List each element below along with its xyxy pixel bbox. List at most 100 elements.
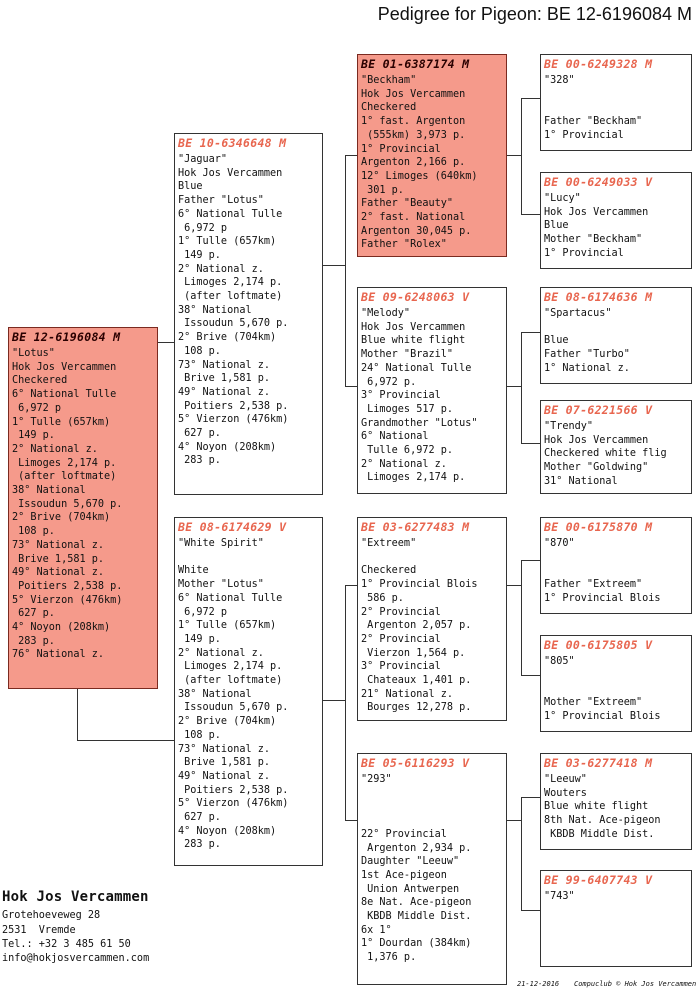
pigeon-info-line: Limoges 2,174 p. [12, 457, 117, 469]
pigeon-info-line: 6° National Tulle [178, 592, 283, 604]
pigeon-info-line: "Extreem" [361, 538, 417, 549]
connector-line [521, 560, 522, 675]
pigeon-info-line: Poitiers 2,538 p. [178, 784, 289, 796]
pigeon-info-line: Blue [544, 220, 569, 232]
pigeon-details: "743" [544, 890, 688, 904]
breeder-name: Hok Jos Vercammen [2, 889, 149, 905]
pigeon-info-line: 301 p. [361, 184, 404, 196]
pigeon-info-line: 2° National z. [361, 458, 447, 470]
pigeon-details: "293" 22° Provincial Argenton 2,934 p.Da… [361, 773, 503, 965]
connector-line [521, 797, 522, 910]
connector-line [77, 688, 78, 740]
pigeon-info-line: (after loftmate) [178, 291, 283, 303]
pigeon-info-line: Hok Jos Vercammen [361, 321, 466, 333]
pigeon-info-line: Hok Jos Vercammen [178, 167, 283, 179]
pigeon-info-line: Chateaux 1,401 p. [361, 675, 472, 687]
pigeon-info-line: 1° Provincial [361, 143, 441, 155]
pigeon-info-line: "Spartacus" [544, 308, 612, 319]
pigeon-info-line: Limoges 2,174 p. [178, 277, 283, 289]
pigeon-info-line: "Lotus" [12, 348, 55, 359]
pigeon-card-ggp-4: BE 07-6221566 V "Trendy"Hok Jos Vercamme… [540, 400, 692, 494]
pigeon-info-line [544, 88, 688, 102]
pigeon-info-line: 1° Provincial [544, 247, 624, 259]
pigeon-info-line: Poitiers 2,538 p. [12, 580, 123, 592]
pigeon-info-line: Blue [178, 181, 203, 193]
ring-number: BE 12-6196084 M [12, 330, 121, 344]
pigeon-info-line: 6° National Tulle [178, 208, 283, 220]
pigeon-info-line: 31° National [544, 475, 618, 487]
pigeon-info-line: 1° fast. Argenton [361, 116, 466, 128]
pigeon-info-line: 283 p. [178, 455, 221, 467]
pigeon-info-line [544, 321, 688, 335]
pigeon-info-line: "Lucy" [544, 193, 581, 204]
pigeon-info-line [544, 564, 688, 578]
pigeon-info-line: 1° Provincial [544, 129, 624, 141]
pigeon-info-line: Checkered [12, 375, 68, 387]
pigeon-info-line: Father "Lotus" [178, 195, 264, 207]
pigeon-info-line: "805" [544, 656, 575, 667]
pigeon-info-line: Argenton 2,934 p. [361, 842, 472, 854]
connector-line [77, 740, 175, 741]
connector-line [521, 98, 522, 214]
pigeon-info-line: 1° Provincial Blois [544, 592, 661, 604]
pigeon-info-line: Checkered [361, 565, 417, 577]
pigeon-info-line: 8th Nat. Ace-pigeon [544, 815, 661, 827]
pigeon-card-ggp-5: BE 00-6175870 M "870" Father "Extreem"1°… [540, 517, 692, 614]
connector-line [345, 585, 358, 586]
pigeon-info-line: 1° Provincial Blois [361, 579, 478, 591]
breeder-phone: Tel.: +32 3 485 61 50 [2, 939, 131, 950]
pigeon-info-line: 73° National z. [178, 743, 271, 755]
pigeon-info-line: (after loftmate) [12, 471, 117, 483]
pigeon-info-line: Father "Beckham" [544, 116, 643, 128]
pigeon-info-line: Hok Jos Vercammen [12, 361, 117, 373]
pigeon-info-line: 5° Vierzon (476km) [12, 594, 123, 606]
connector-line [322, 265, 345, 266]
pigeon-info-line [178, 551, 319, 565]
ring-number: BE 00-6249328 M [544, 57, 653, 71]
pigeon-info-line: 49° National z. [178, 770, 271, 782]
pigeon-info-line: 12° Limoges (640km) [361, 170, 478, 182]
pigeon-info-line: 2° Brive (704km) [178, 716, 277, 728]
pigeon-info-line: KBDB Middle Dist. [544, 828, 655, 840]
connector-line [322, 700, 345, 701]
ring-number: BE 00-6249033 V [544, 175, 653, 189]
pigeon-info-line: 3° Provincial [361, 661, 441, 673]
pigeon-card-ggp-8: BE 99-6407743 V "743" [540, 870, 692, 967]
pigeon-info-line [544, 669, 688, 683]
breeder-street: Grotehoeveweg 28 [2, 910, 101, 921]
page-title: Pedigree for Pigeon: BE 12-6196084 M [377, 4, 692, 24]
pigeon-info-line: 6,972 p [178, 222, 228, 234]
pigeon-info-line: 108 p. [178, 345, 221, 357]
pigeon-info-line: 149 p. [178, 249, 221, 261]
pigeon-info-line: Mother "Beckham" [544, 234, 643, 246]
pigeon-info-line: Brive 1,581 p. [12, 553, 105, 565]
pigeon-info-line: (after loftmate) [178, 675, 283, 687]
pigeon-info-line: 2° Brive (704km) [178, 332, 277, 344]
connector-line [506, 386, 521, 387]
pigeon-info-line: Poitiers 2,538 p. [178, 400, 289, 412]
pigeon-info-line: 149 p. [12, 430, 55, 442]
pigeon-info-line: Union Antwerpen [361, 883, 460, 895]
pigeon-card-ggp-6: BE 00-6175805 V "805" Mother "Extreem"1°… [540, 635, 692, 732]
pigeon-info-line: Argenton 30,045 p. [361, 225, 472, 237]
pigeon-info-line: 4° Noyon (208km) [178, 825, 277, 837]
pigeon-info-line: 8e Nat. Ace-pigeon [361, 897, 472, 909]
pigeon-info-line: Blue white flight [361, 335, 466, 347]
pigeon-info-line: 108 p. [178, 729, 221, 741]
pigeon-info-line: Hok Jos Vercammen [361, 88, 466, 100]
pigeon-info-line: 6,972 p [12, 402, 62, 414]
pigeon-info-line: 4° Noyon (208km) [12, 622, 111, 634]
ring-number: BE 99-6407743 V [544, 873, 653, 887]
footer-credit: Compuclub © Hok Jos Vercammen [574, 980, 697, 988]
pigeon-info-line: 38° National [178, 688, 252, 700]
ring-number: BE 03-6277483 M [361, 520, 470, 534]
